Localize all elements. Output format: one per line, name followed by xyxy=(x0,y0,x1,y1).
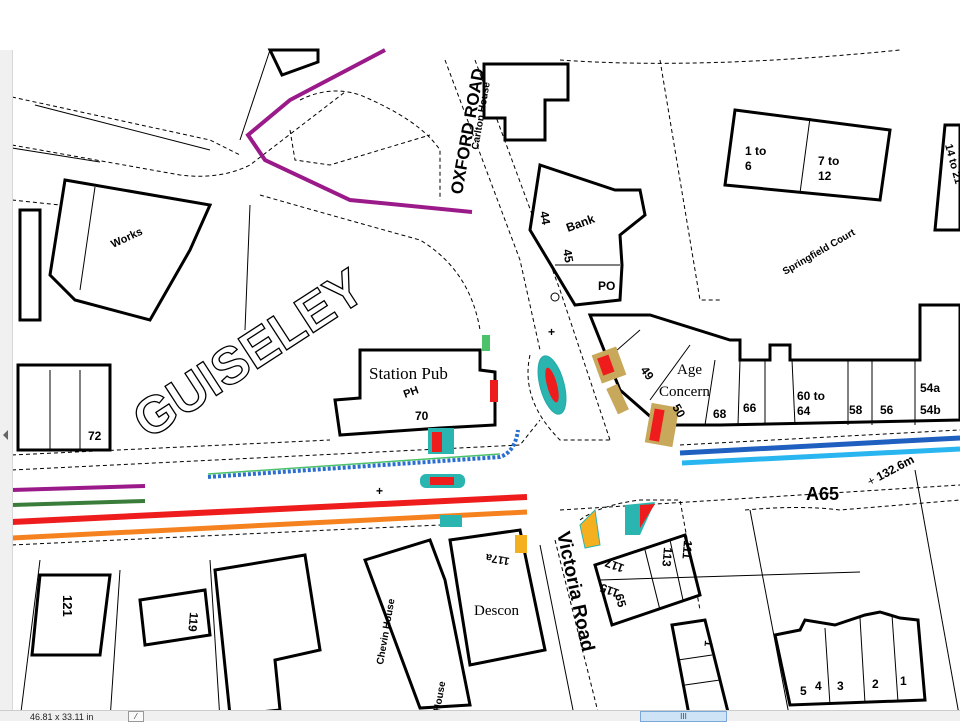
map-label: 58 xyxy=(849,403,863,417)
dark-blue-route xyxy=(679,435,960,456)
spot-height: + 132.6m xyxy=(865,452,917,488)
map-label: 56 xyxy=(880,403,894,417)
map-label: 54b xyxy=(920,403,941,417)
map-label: 117 xyxy=(603,555,626,575)
road-label-a65: A65 xyxy=(806,484,839,504)
label-60-to-64: 60 to 64 xyxy=(797,389,828,418)
map-label: 115 xyxy=(598,580,621,600)
map-label: 117a xyxy=(484,551,510,567)
annotation-age-concern: Age Concern xyxy=(659,362,710,400)
collapse-arrow-icon[interactable] xyxy=(3,430,8,440)
purple-route xyxy=(245,48,473,214)
map-label: House xyxy=(432,680,448,712)
purple-route-south xyxy=(11,484,146,492)
map-label: 66 xyxy=(743,401,757,415)
cycle-strip xyxy=(207,429,520,479)
map-label: 119 xyxy=(185,612,201,633)
map-label: 4 xyxy=(815,679,822,693)
label-7-to-12: 7 to 12 xyxy=(818,154,843,183)
map-label: + xyxy=(548,325,555,339)
buildings xyxy=(16,48,960,720)
map-label: 2 xyxy=(872,677,879,691)
map-label: 121 xyxy=(60,595,75,617)
map-label: 5 xyxy=(800,684,807,698)
page-dimensions: 46.81 x 33.11 in xyxy=(30,712,94,722)
map-label: 54a xyxy=(920,381,940,395)
map-label: 1 xyxy=(900,674,907,688)
road-label-victoria: Victoria Road xyxy=(552,530,598,654)
status-button[interactable]: ⁄ xyxy=(128,711,144,722)
map-label: 72 xyxy=(88,429,102,443)
horizontal-scroll-thumb[interactable]: III xyxy=(640,711,727,722)
route-lines xyxy=(11,48,960,541)
map-labels: GUISELEY OXFORD ROAD Victoria Road A65 +… xyxy=(60,67,960,713)
map-label: PH xyxy=(402,384,421,401)
annotation-station-pub: Station Pub xyxy=(369,364,448,383)
left-panel-strip[interactable] xyxy=(0,50,13,710)
map-label: 111 xyxy=(679,540,695,560)
map-label: PO xyxy=(598,279,615,293)
map-label: 3 xyxy=(837,679,844,693)
map-label: 70 xyxy=(415,409,429,423)
map-label: + xyxy=(376,484,383,498)
map-label: 65 xyxy=(612,592,629,609)
red-route xyxy=(11,494,528,525)
map-label: Springfield Court xyxy=(781,227,858,278)
label-1-to-6: 1 to 6 xyxy=(745,144,770,173)
map-label: 50 xyxy=(669,402,688,421)
annotation-descon: Descon xyxy=(474,603,519,619)
status-bar: 46.81 x 33.11 in ⁄ III xyxy=(0,710,960,722)
green-route xyxy=(11,499,146,507)
map-label: 44 xyxy=(537,210,553,226)
map-label: 68 xyxy=(713,407,727,421)
road-outlines xyxy=(11,49,960,720)
map-label: 113 xyxy=(659,547,675,568)
junction-features: + + xyxy=(376,292,680,553)
map-label: 45 xyxy=(560,248,576,264)
light-blue-route xyxy=(681,446,960,466)
map-label: 1 xyxy=(701,640,713,647)
